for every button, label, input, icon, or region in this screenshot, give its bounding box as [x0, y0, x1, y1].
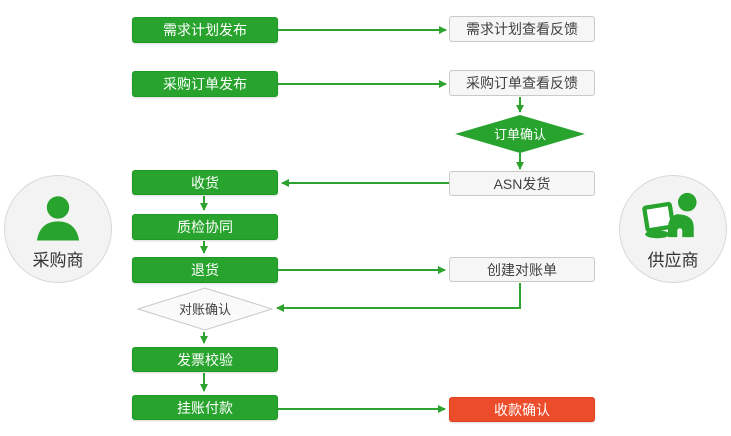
buyer-label: 采购商 [32, 251, 84, 270]
node-label: 收款确认 [494, 401, 550, 418]
node-label: 对账确认 [178, 301, 231, 317]
node-label: 采购订单发布 [163, 76, 247, 92]
diamond-shape [455, 115, 585, 153]
node-label: 发票校验 [177, 351, 233, 368]
buyer-circle: 采购商 [4, 175, 112, 283]
node-label: 采购订单查看反馈 [466, 75, 578, 91]
node-payment-on-account: 挂账付款 [132, 395, 278, 420]
node-label: 创建对账单 [487, 261, 557, 278]
node-label: ASN发货 [493, 175, 551, 192]
node-payment-confirm: 收款确认 [449, 397, 595, 422]
connector-statement-to-confirm [276, 283, 521, 312]
node-invoice-verify: 发票校验 [132, 347, 278, 372]
node-label: 订单确认 [493, 126, 546, 142]
supplier-label: 供应商 [647, 251, 699, 270]
diamond-shape [137, 287, 273, 331]
node-create-statement: 创建对账单 [449, 257, 595, 282]
node-order-confirm-diamond: 订单确认 [455, 115, 585, 153]
supplier-person-laptop-icon [642, 192, 697, 239]
node-quality-collab: 质检协同 [132, 214, 278, 240]
node-demand-plan-feedback: 需求计划查看反馈 [449, 16, 595, 42]
node-po-publish: 采购订单发布 [132, 71, 278, 97]
node-label: 收货 [191, 174, 219, 191]
node-label: 质检协同 [177, 219, 233, 235]
node-label: 需求计划查看反馈 [466, 21, 578, 37]
supplier-circle: 供应商 [619, 175, 727, 283]
node-asn-ship: ASN发货 [449, 171, 595, 196]
node-label: 挂账付款 [177, 399, 233, 416]
node-label: 退货 [191, 262, 219, 278]
node-po-feedback: 采购订单查看反馈 [449, 70, 595, 96]
node-receive: 收货 [132, 170, 278, 195]
node-statement-confirm-diamond: 对账确认 [137, 287, 273, 331]
node-label: 需求计划发布 [163, 22, 247, 38]
node-demand-plan-publish: 需求计划发布 [132, 17, 278, 43]
node-return-goods: 退货 [132, 257, 278, 283]
buyer-person-icon [36, 196, 80, 241]
